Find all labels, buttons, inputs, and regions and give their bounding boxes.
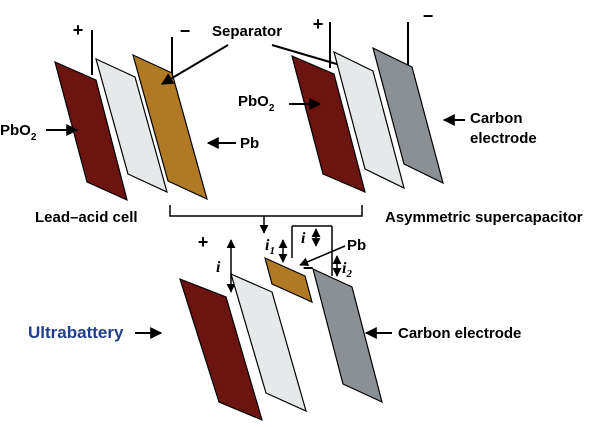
ultra-carbon-label: Carbon electrode <box>398 325 521 342</box>
asym-plus-sign: + <box>313 14 324 34</box>
ultra-pb-arrow <box>299 245 346 266</box>
ultra-carbon-plate <box>312 267 383 404</box>
asym-carbon-label-line1: Carbon <box>470 110 523 127</box>
asym-separator <box>333 50 405 190</box>
lead-acid-pbo2-plate <box>54 60 128 202</box>
ultra-minus-sign: − <box>303 258 314 278</box>
asym-pbo2-label: PbO2 <box>238 93 275 114</box>
lead-acid-plus-sign: + <box>73 20 84 40</box>
ultra-pbo2-plate <box>179 277 263 422</box>
ultra-pb-label: Pb <box>347 237 366 254</box>
separator-label: Separator <box>212 23 282 40</box>
asym-caption: Asymmetric supercapacitor <box>385 209 583 226</box>
asymmetric-supercapacitor: + − PbO2 Carbon electrode Asymmetric sup… <box>238 6 583 226</box>
asym-minus-sign: − <box>423 6 434 26</box>
lead-acid-separator <box>95 57 168 194</box>
combine-bracket <box>169 205 363 217</box>
asym-carbon-plate <box>372 46 444 185</box>
lead-acid-caption: Lead–acid cell <box>35 209 138 226</box>
ultrabattery-name: Ultrabattery <box>28 323 124 342</box>
lead-acid-pbo2-label: PbO2 <box>0 122 37 143</box>
ultra-i-top-label: i <box>301 230 306 247</box>
ultra-plus-sign: + <box>198 232 209 252</box>
lead-acid-pb-label: Pb <box>240 135 259 152</box>
lead-acid-cell: + − PbO2 Pb Lead–acid cell <box>0 20 259 226</box>
ultra-i2-label: i2 <box>342 260 352 280</box>
ultra-i-label: i <box>216 259 221 276</box>
asym-carbon-label-line2: electrode <box>470 130 537 147</box>
ultrabattery: + − i i i1 i2 Pb Ultrabattery Carbon ele… <box>28 225 521 422</box>
ultra-i1-label: i1 <box>265 237 275 257</box>
lead-acid-pb-plate <box>132 53 208 201</box>
separator-arrow-left <box>160 44 229 85</box>
asym-pbo2-plate <box>291 54 366 194</box>
lead-acid-minus-sign: − <box>180 21 191 41</box>
ultra-separator <box>230 272 307 413</box>
ultra-pb-plate <box>264 256 313 304</box>
